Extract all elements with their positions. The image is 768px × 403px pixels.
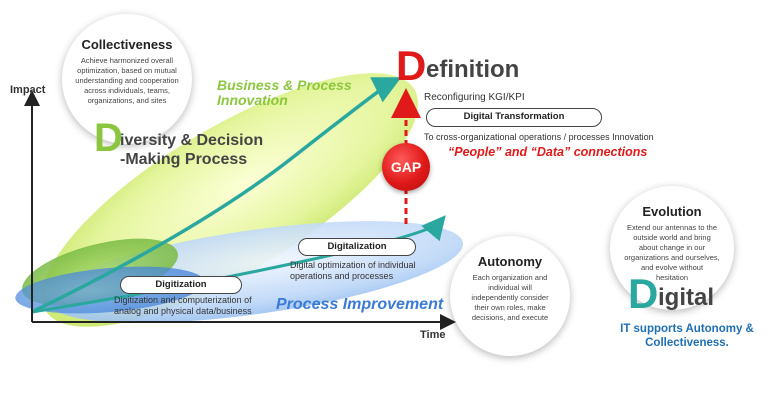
diversity-line1: iversity & Decision <box>120 132 264 149</box>
digital-tagline-line1: IT supports Autonomy & <box>620 323 754 335</box>
business-innovation-label: Business & Process Innovation <box>217 78 352 108</box>
autonomy-body: Each organization and individual will in… <box>471 273 549 322</box>
business-innovation-line2: Innovation <box>217 92 288 108</box>
definition-letter: D <box>396 42 427 89</box>
digitalization-desc-line1: Digital optimization of individual <box>290 260 416 270</box>
definition-heading: D efinition <box>396 44 596 94</box>
digital-letter: D <box>628 270 659 317</box>
digitalization-desc-line2: operations and processes <box>290 271 394 281</box>
definition-subtitle: Reconfiguring KGI/KPI <box>424 92 525 103</box>
digital-rest: igital <box>658 284 715 311</box>
digital-heading: D igital <box>628 272 758 318</box>
x-axis-label: Time <box>420 329 446 341</box>
autonomy-title: Autonomy <box>477 254 543 269</box>
digitalization-pill: Digitalization <box>298 238 416 256</box>
collectiveness-title: Collectiveness <box>81 37 173 52</box>
evolution-title: Evolution <box>642 204 702 219</box>
transformation-trend-arrow <box>31 77 402 314</box>
evolution-body: Extend our antennas to the outside world… <box>624 223 720 282</box>
digitization-desc-line1: Digitization and computerization of <box>114 295 252 305</box>
definition-rest: efinition <box>426 56 520 83</box>
digital-transformation-desc: To cross-organizational operations / pro… <box>424 132 654 142</box>
digitization-pill: Digitization <box>120 276 242 294</box>
digitization-desc: Digitization and computerization of anal… <box>114 295 252 317</box>
diversity-letter: D <box>94 116 123 160</box>
collectiveness-body: Achieve harmonized overall optimization,… <box>75 56 179 105</box>
people-data-connections: “People” and “Data” connections <box>448 145 648 159</box>
evolution-circle: Evolution Extend our antennas to the out… <box>610 186 734 310</box>
digital-transformation-pill: Digital Transformation <box>426 108 602 127</box>
autonomy-circle: Autonomy Each organization and individua… <box>450 236 570 356</box>
digitalization-desc: Digital optimization of individual opera… <box>290 260 416 282</box>
collectiveness-circle: Collectiveness Achieve harmonized overal… <box>62 14 192 144</box>
y-axis-label: Impact <box>10 84 46 96</box>
digital-tagline: IT supports Autonomy & Collectiveness. <box>612 322 762 350</box>
digitalization-trend-arrow <box>31 215 446 314</box>
digital-tagline-line2: Collectiveness. <box>645 337 729 349</box>
gap-circle: GAP <box>382 143 430 191</box>
business-innovation-line1: Business & Process <box>217 77 352 93</box>
process-improvement-label: Process Improvement <box>276 296 444 313</box>
diversity-line2: -Making Process <box>120 151 248 168</box>
digitization-desc-line2: analog and physical data/business <box>114 306 252 316</box>
